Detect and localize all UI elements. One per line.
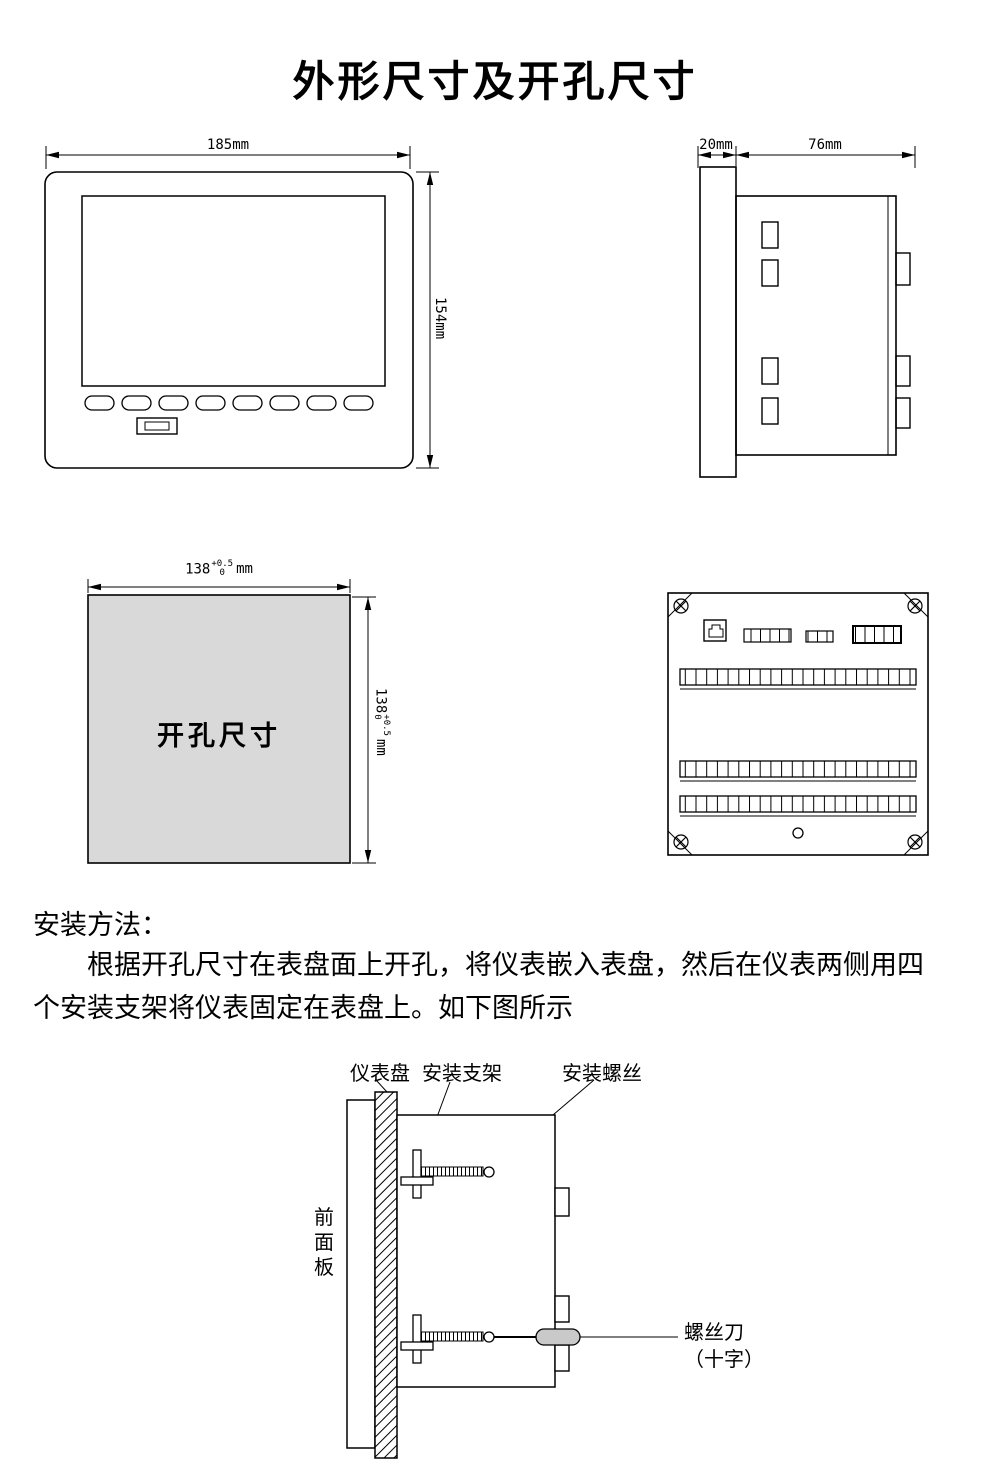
screw-label: 安装螺丝 [562,1063,642,1085]
cutout-height-value: 138 [372,688,389,714]
side-flange-depth-label: 20mm [699,137,733,153]
terminal-block [761,357,779,385]
side-view-diagram [697,146,916,478]
mounting-tab [554,1344,570,1372]
panel-leader-line [375,1079,388,1093]
screwdriver-label-line1: 螺丝刀 [684,1322,744,1344]
install-figure [346,1079,678,1459]
mounting-tab [895,252,911,286]
device-usb-port-inner [144,421,170,431]
cutout-label: 开孔尺寸 [157,721,281,751]
device-screen [81,195,386,387]
mounting-panel-hatched [374,1091,398,1459]
terminal-strip [679,795,917,813]
front-height-label: 154mm [432,297,448,340]
bracket-label: 安装支架 [422,1063,502,1085]
device-button [84,395,115,411]
mounting-tab [554,1187,570,1217]
front-panel-bar [346,1099,376,1449]
screwdriver-label-line2: （十字） [684,1349,764,1371]
device-button [121,395,152,411]
connector-block [743,628,792,643]
terminal-strip [679,760,917,778]
device-button [232,395,263,411]
front-panel-label: 前面板 [314,1207,334,1279]
terminal-block [761,397,779,425]
connector-block [805,630,834,643]
device-button [306,395,337,411]
front-view-diagram [44,146,439,469]
terminal-block [761,221,779,249]
terminal-block [761,259,779,287]
device-usb-port [136,417,178,435]
cutout-square [87,594,351,864]
cutout-width-unit: mm [236,561,253,578]
back-panel-outline [667,592,929,856]
back-view-diagram [667,592,929,856]
ethernet-port-icon [703,619,727,642]
device-button [158,395,189,411]
install-paragraph: 根据开孔尺寸在表盘面上开孔，将仪表嵌入表盘，然后在仪表两侧用四个安装支架将仪表固… [33,950,924,1024]
cutout-height-unit: mm [372,738,389,756]
corner-screw [907,834,923,850]
mounting-screw [420,1331,495,1343]
side-body [735,195,897,456]
mounting-tab [895,397,911,429]
install-method-heading: 安装方法： [33,910,168,940]
grounding-hole [792,827,804,839]
side-front-flange [699,166,737,478]
mounting-screw [420,1166,495,1178]
corner-screw [907,598,923,614]
device-outline [44,171,414,469]
mounting-tab [895,355,911,387]
device-button [195,395,226,411]
page-title: 外形尺寸及开孔尺寸 [292,57,698,106]
corner-screw [673,834,689,850]
screwdriver-handle [535,1328,581,1346]
panel-label: 仪表盘 [350,1063,410,1085]
power-connector-block [852,625,902,644]
cutout-diagram [87,579,376,864]
device-button [343,395,374,411]
screwdriver-label: 螺丝刀 （十字） [684,1320,764,1374]
device-button [269,395,300,411]
front-width-label: 185mm [206,137,250,153]
terminal-strip [679,668,917,686]
mounting-tab [554,1295,570,1323]
screwdriver [494,1328,678,1346]
side-body-depth-label: 76mm [808,137,842,153]
corner-screw [673,598,689,614]
cutout-width-value: 138 [185,561,211,578]
